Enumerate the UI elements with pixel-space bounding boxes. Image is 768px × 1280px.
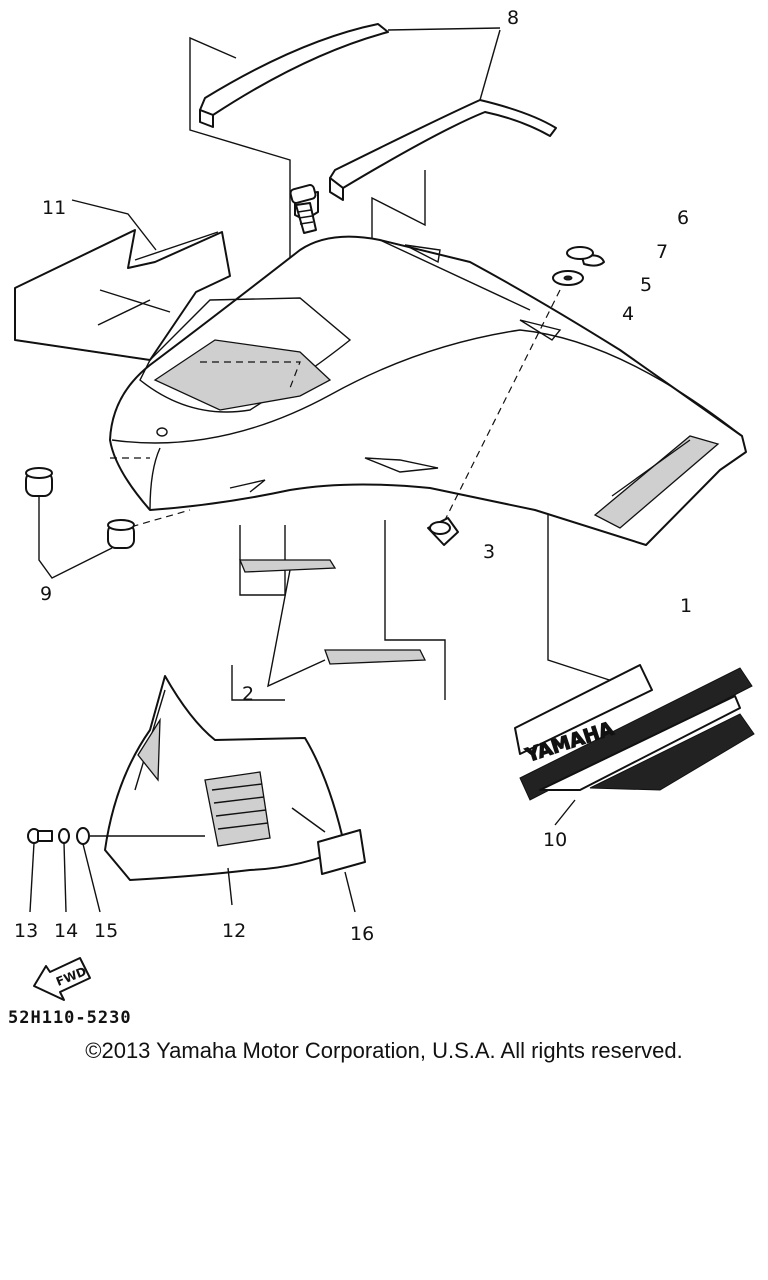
part-9-dampers [25,467,135,579]
part-11-decal [14,229,231,361]
callout-8: 8 [507,7,519,29]
callout-3: 3 [483,541,495,563]
part-2-reflectors [239,559,427,688]
part-3-grommet [427,517,459,546]
callout-11: 11 [42,197,66,219]
callout-15: 15 [94,920,118,942]
callout-4: 4 [622,303,634,325]
part-10-yamaha-decal: YAMAHA [514,664,755,826]
part-8-trim-strips [199,23,557,201]
callout-1: 1 [680,595,692,617]
callout-9: 9 [40,583,52,605]
callout-13: 13 [14,920,38,942]
copyright-notice: ©2013 Yamaha Motor Corporation, U.S.A. A… [85,1038,683,1063]
callout-5: 5 [640,274,652,296]
parts-4-7-fasteners [289,184,605,286]
diagram-reference-code: 52H110-5230 [8,1008,132,1028]
callout-12: 12 [222,920,246,942]
callout-7: 7 [656,241,668,263]
callout-14: 14 [54,920,78,942]
part-1-front-cowl [109,235,747,546]
fwd-arrow-icon: FWD [33,957,91,1001]
parts-13-15-screw-washers [27,827,205,913]
callout-2: 2 [242,683,254,705]
callout-labels: 1 2 3 4 5 6 7 8 9 10 11 12 13 14 15 16 [14,7,692,945]
callout-16: 16 [350,923,374,945]
callout-6: 6 [677,207,689,229]
part-12-lower-cowl [104,675,346,906]
callout-10: 10 [543,829,567,851]
part-16-label [317,829,366,913]
exploded-parts-diagram: YAMAHA FWD 1 2 3 4 5 6 [14,7,755,1001]
